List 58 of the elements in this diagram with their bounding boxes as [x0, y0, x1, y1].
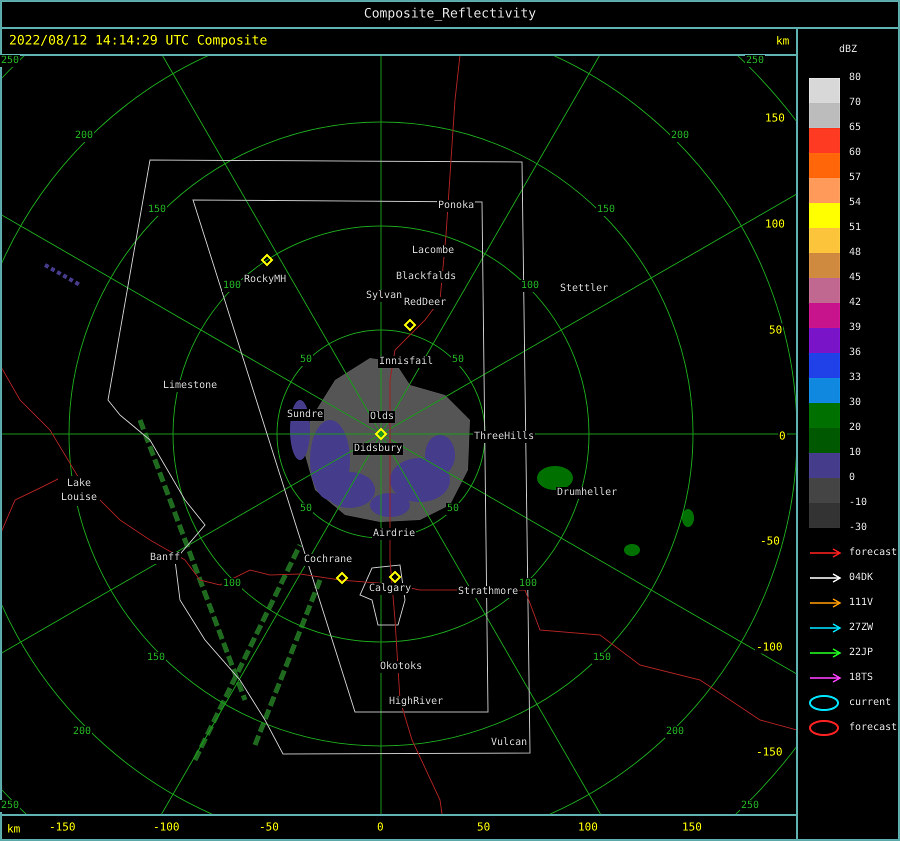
range-ring-label: 200	[670, 130, 690, 142]
town-label: Sylvan	[365, 290, 404, 302]
range-ring-label: 200	[665, 726, 686, 738]
range-ring-label: 150	[596, 204, 616, 216]
town-label: Ponoka	[437, 200, 476, 212]
town-label: Calgary	[368, 583, 412, 595]
axis-tick-label: -100	[152, 820, 180, 834]
town-label: Lake Louise	[58, 476, 100, 506]
chart-title: Composite_Reflectivity	[362, 6, 538, 22]
axis-tick-label: 0	[376, 820, 385, 834]
range-ring-label: 50	[299, 354, 314, 366]
range-ring-label: 100	[518, 578, 538, 590]
range-ring-label: 150	[146, 652, 166, 664]
axis-tick-label: 150	[764, 112, 786, 124]
range-ring-label: 150	[592, 652, 612, 664]
axis-tick-label: 150	[681, 820, 703, 834]
town-label: RedDeer	[403, 297, 448, 309]
range-ring-label: 100	[222, 578, 242, 590]
timestamp-label: 2022/08/12 14:14:29 UTC Composite	[8, 34, 268, 48]
range-ring-label: 250	[745, 55, 766, 67]
town-label: Didsbury	[353, 443, 404, 455]
town-label: Innisfail	[378, 356, 434, 368]
range-ring-label: 250	[740, 800, 760, 812]
range-ring-label: 250	[0, 800, 20, 812]
town-label: Olds	[369, 411, 396, 423]
axis-tick-label: 50	[476, 820, 492, 834]
range-ring-label: 150	[147, 204, 168, 216]
town-label: Blackfalds	[395, 271, 458, 283]
range-ring-label: 50	[299, 503, 314, 515]
range-ring-label: 100	[222, 280, 242, 292]
range-ring-label: 200	[74, 130, 94, 142]
town-label: Lacombe	[411, 245, 456, 257]
town-label: Sundre	[286, 409, 324, 421]
town-label: Airdrie	[372, 528, 416, 540]
range-ring-label: 250	[0, 55, 20, 67]
axis-tick-label: 100	[764, 218, 786, 230]
unit-label: km	[6, 822, 22, 836]
axis-tick-label: 50	[768, 324, 784, 336]
town-label: Limestone	[162, 380, 218, 392]
axis-tick-label: -100	[755, 640, 784, 654]
range-ring-label: 50	[446, 503, 460, 515]
axis-tick-label: -50	[258, 820, 280, 834]
axis-tick-label: -150	[48, 820, 76, 834]
range-ring-label: 50	[451, 354, 466, 366]
town-label: ThreeHills	[473, 431, 536, 443]
unit-label: km	[775, 34, 790, 48]
town-label: Strathmore	[457, 586, 520, 598]
town-label: Okotoks	[379, 661, 424, 673]
town-label: RockyMH	[243, 274, 288, 286]
town-label: Banff	[149, 552, 182, 564]
town-label: Drumheller	[556, 487, 618, 499]
town-label: Cochrane	[303, 554, 354, 566]
axis-tick-label: 100	[577, 820, 599, 834]
axis-tick-label: -150	[755, 746, 784, 758]
range-ring-label: 100	[520, 280, 540, 292]
town-label: HighRiver	[388, 696, 444, 708]
axis-tick-label: 0	[778, 430, 787, 442]
axis-tick-label: -50	[759, 534, 781, 548]
